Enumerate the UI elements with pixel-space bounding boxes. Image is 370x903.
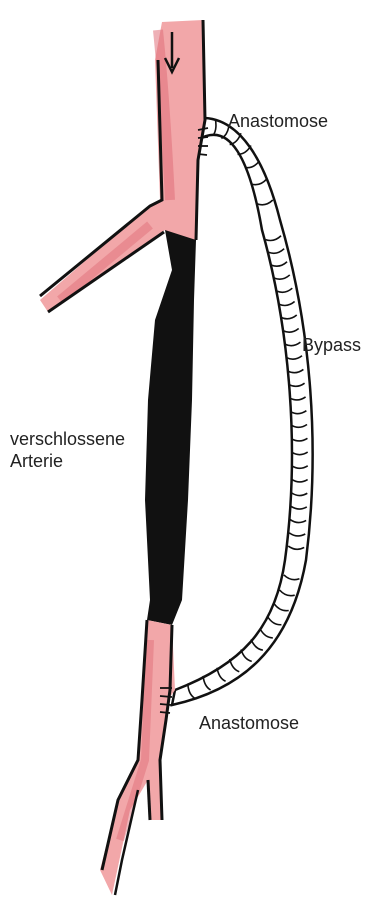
label-occluded-artery: verschlossene Arterie [10, 428, 125, 472]
label-occluded-artery-line1: verschlossene [10, 428, 125, 450]
label-anastomosis-top: Anastomose [228, 110, 328, 132]
artery-lower [100, 620, 175, 895]
label-bypass: Bypass [302, 334, 361, 356]
label-anastomosis-bottom: Anastomose [199, 712, 299, 734]
label-occluded-artery-line2: Arterie [10, 450, 125, 472]
occlusion [145, 230, 196, 625]
